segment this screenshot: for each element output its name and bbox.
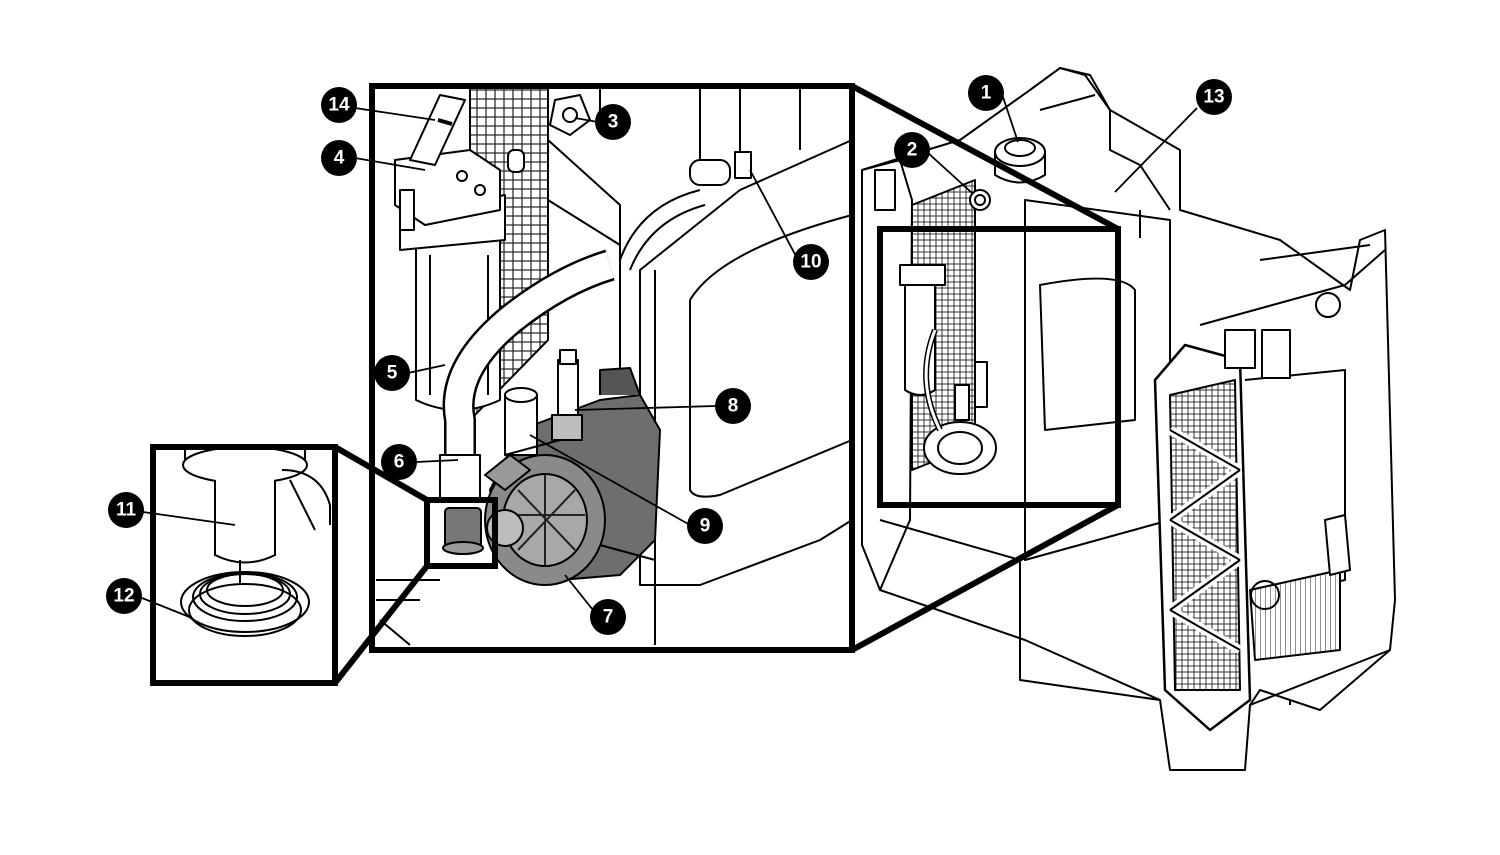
callout-1: 1 bbox=[968, 75, 1004, 111]
callout-11: 11 bbox=[108, 492, 144, 528]
callout-4: 4 bbox=[321, 140, 357, 176]
callout-10: 10 bbox=[793, 244, 829, 280]
callout-2: 2 bbox=[894, 132, 930, 168]
svg-text:14: 14 bbox=[328, 95, 350, 116]
svg-text:4: 4 bbox=[334, 148, 345, 169]
svg-text:6: 6 bbox=[394, 452, 405, 473]
svg-text:8: 8 bbox=[728, 396, 739, 417]
callout-14: 14 bbox=[321, 87, 357, 123]
pump-detail bbox=[376, 85, 853, 646]
overview-inset-frame bbox=[877, 226, 1121, 508]
fitting-nipple bbox=[442, 507, 484, 555]
callout-5: 5 bbox=[374, 355, 410, 391]
svg-text:2: 2 bbox=[907, 140, 918, 161]
callout-12: 12 bbox=[106, 578, 142, 614]
zoom-connector-lines bbox=[850, 83, 1120, 653]
callout-7: 7 bbox=[590, 599, 626, 635]
svg-text:9: 9 bbox=[700, 516, 711, 537]
fitting-detail-frame bbox=[424, 497, 498, 569]
fitting-connector-lines bbox=[332, 444, 430, 685]
svg-text:11: 11 bbox=[116, 500, 137, 521]
leader-lines bbox=[141, 93, 1198, 619]
callout-6: 6 bbox=[381, 444, 417, 480]
svg-text:1: 1 bbox=[981, 83, 992, 104]
svg-text:10: 10 bbox=[800, 252, 821, 273]
svg-text:12: 12 bbox=[113, 586, 134, 607]
pump-detail-frame bbox=[369, 83, 855, 653]
callout-9: 9 bbox=[687, 508, 723, 544]
fitting-closeup bbox=[180, 446, 331, 637]
fitting-closeup-frame bbox=[150, 444, 338, 686]
callout-8: 8 bbox=[715, 388, 751, 424]
machine-overview bbox=[861, 67, 1396, 771]
svg-text:13: 13 bbox=[1203, 87, 1224, 108]
callout-badges: 1 2 3 4 5 6 7 8 9 10 11 12 13 14 bbox=[106, 75, 1232, 635]
callout-13: 13 bbox=[1196, 79, 1232, 115]
callout-3: 3 bbox=[595, 104, 631, 140]
svg-text:7: 7 bbox=[603, 607, 614, 628]
svg-text:5: 5 bbox=[387, 363, 398, 384]
svg-text:3: 3 bbox=[608, 112, 619, 133]
